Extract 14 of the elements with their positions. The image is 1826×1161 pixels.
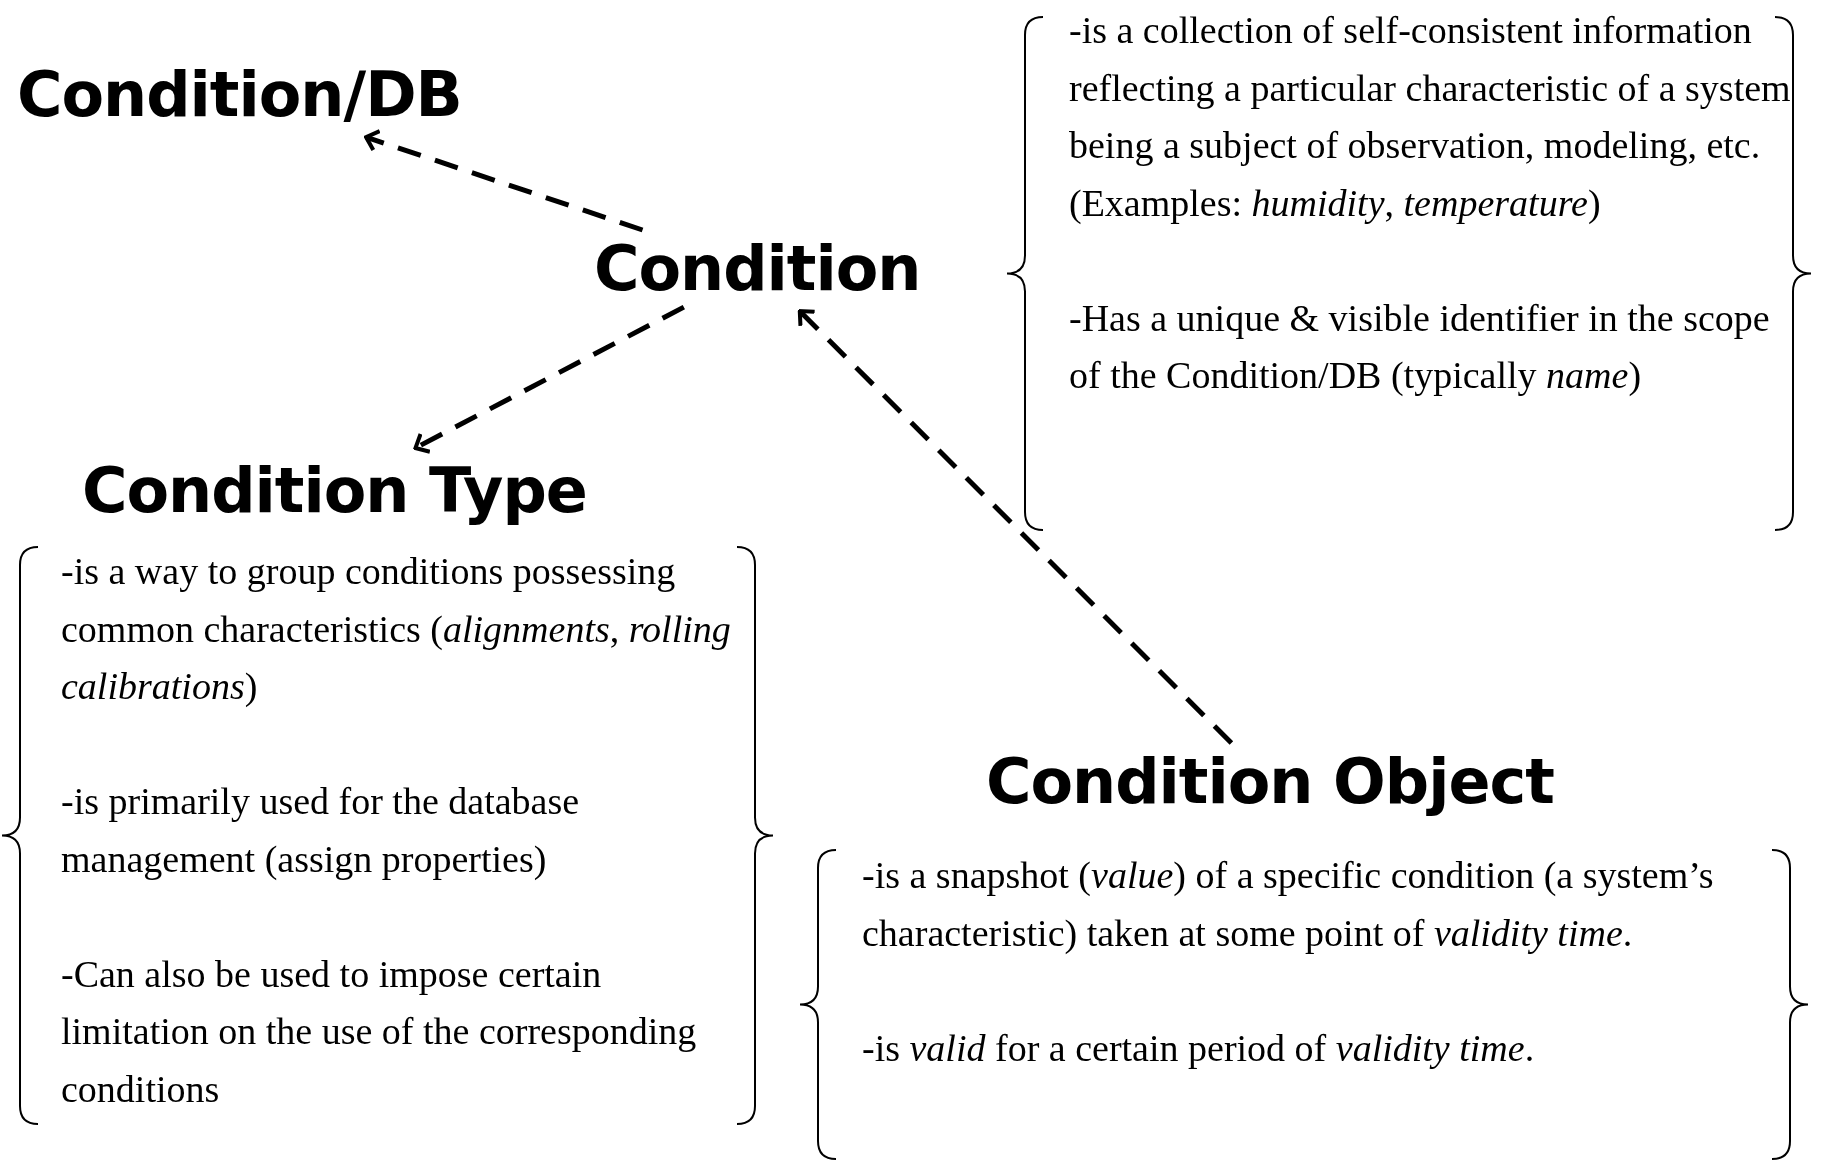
description-text: -is valid for a certain period of validity time. <box>862 1025 1536 1071</box>
dashed-arrow <box>364 129 644 233</box>
description-text: -is primarily used for the database management (assign properties) <box>61 779 581 882</box>
description-text: -Can also be used to impose certain limitation on the use of the corresponding conditions <box>61 951 698 1112</box>
description-text: -is a collection of self-consistent information reflecting a particular characteristic of a system being a subject of observation, modeling, etc. (Examples: humidity, temperature) <box>1069 8 1792 226</box>
dashed-arrow <box>797 309 1234 745</box>
node-label: Condition Type <box>82 458 587 524</box>
node-label: Condition/DB <box>17 62 462 128</box>
description-text: -Has a unique & visible identifier in the scope of the Condition/DB (typically name) <box>1069 295 1771 398</box>
dashed-arrow <box>413 304 685 454</box>
node-label: Condition Object <box>986 749 1554 815</box>
node-label: Condition <box>594 236 921 302</box>
description-text: -is a snapshot (value) of a specific condition (a system’s characteristic) taken at some point of validity time. <box>862 853 1715 956</box>
description-text: -is a way to group conditions possessing common characteristics (alignments, rolling calibrations) <box>61 549 732 709</box>
